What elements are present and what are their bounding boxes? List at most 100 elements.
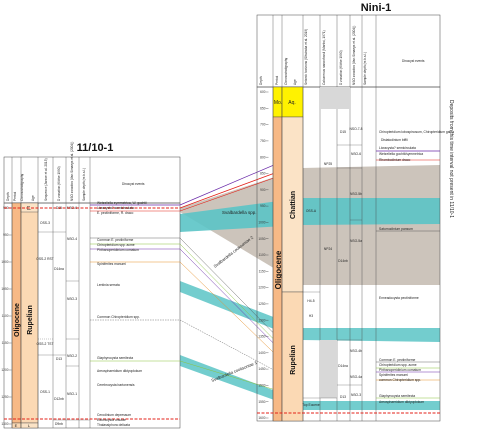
- right-period-label: Oligocene: [274, 250, 283, 289]
- left-depth-tick-label: 1200: [1, 368, 8, 372]
- right-top-period: Mo.: [274, 100, 282, 106]
- left-nso-3: NSO-3: [67, 297, 77, 301]
- right-hdr-nso: NSO zonation (Van Simaeys et al. (2004)): [352, 26, 356, 85]
- left-depth-tick-label: 1050: [1, 287, 8, 291]
- left-depth-tick-label: 1300: [1, 422, 8, 426]
- right-depth-tick-label: 1500: [258, 384, 265, 388]
- right-dz-d15: D15: [340, 130, 346, 134]
- right-event-6: Enneadocysta pectiniforme: [379, 296, 419, 300]
- left-nso: NSO-6 NSO-4 NSO-3 NSO-2 NSO-1: [67, 206, 77, 396]
- left-nso-1: NSO-1: [67, 392, 77, 396]
- left-hdr-sample: Sample depth (m b.s.l.): [82, 168, 86, 201]
- right-event-4: Rhombodinium draco: [379, 158, 411, 162]
- left-event-3: Common E. pectiniforme: [97, 238, 133, 242]
- right-event-7: Common E. pectiniforme: [379, 358, 415, 362]
- right-event-1: Distatodinium biffii: [381, 138, 408, 142]
- right-nso-5b: NSO-5b: [350, 192, 362, 196]
- right-depth-tick-label: 1600: [258, 416, 265, 420]
- right-depth-tick-label: 1000: [258, 221, 265, 225]
- left-dzones: D15 D14na D13 D12nb D9nb: [54, 206, 64, 426]
- right-depth-tick-label: 1450: [258, 367, 265, 371]
- left-age-rupelian: Rupelian: [27, 305, 34, 335]
- right-depth-tick-label: 1200: [258, 286, 265, 290]
- right-depth-tick-label: 600: [260, 90, 266, 94]
- left-dz-d12nb: D12nb: [54, 397, 64, 401]
- right-depth-tick-label: 650: [260, 106, 266, 110]
- left-seq-oss2rst: OSS-2 RST: [36, 257, 53, 261]
- right-hdr-age: Age: [293, 79, 297, 85]
- left-event-10: Areosphaeridium diktyoplokum: [97, 369, 142, 373]
- left-event-14: Thalassiphora delicata: [97, 423, 130, 427]
- left-age-c: C.: [27, 206, 32, 212]
- left-event-2: E. pectiniforme, R. draco: [97, 211, 133, 215]
- right-nso: NSO-7-8 NSO-6 NSO-5b NSO-5a NSO-4b NSO-4…: [349, 127, 362, 397]
- right-event-11: common Chiropteridium spp.: [379, 378, 421, 382]
- left-nso-2: NSO-2: [67, 354, 77, 358]
- right-depth-tick-label: 1250: [258, 302, 265, 306]
- left-event-9: Glaphyrocysta semitecta: [97, 356, 133, 360]
- right-nso-6: NSO-6: [351, 152, 361, 156]
- right-event-8: Chiropteridium spp. acme: [379, 363, 417, 367]
- right-event-3: Wetzeliella gochtii/symmetrica: [379, 152, 423, 156]
- deposits-note: Deposits from this time interval not pre…: [448, 100, 454, 218]
- left-period-label: Oligocene: [14, 303, 21, 337]
- left-nso-4: NSO-4: [67, 237, 77, 241]
- left-dz-d14na: D14na: [54, 267, 64, 271]
- left-seq-oss3: OSS-3: [40, 221, 50, 225]
- right-depth-tick-label: 950: [260, 204, 266, 208]
- right-event-12: Glaphyrocysta semitecta: [379, 394, 415, 398]
- left-event-0: Wetzeliella symmetrica, W. gochtii: [97, 201, 147, 205]
- left-depth-tick-label: 1150: [2, 341, 9, 345]
- right-depth-tick-label: 700: [260, 123, 266, 127]
- right-event-labels: Chiropteridium lobospinosum, Chiropterid…: [379, 130, 454, 404]
- left-hdr-dino: Dinocyst events: [122, 182, 145, 186]
- left-event-7: Lentinia serrata: [97, 283, 120, 287]
- right-hdr-seismic: Seismic horizons (Sliwinska et al. 2019): [304, 29, 308, 85]
- right-seismic: OSS-A H4-5 H3 Top Eocene: [302, 209, 320, 407]
- right-event-2: Licracysta? semicirculata: [379, 146, 416, 150]
- left-event-lines: [4, 204, 180, 420]
- left-sequences: OSS-3 OSS-2 RST OSS-2 TST OSS-1: [36, 221, 53, 394]
- right-well-title: Nini-1: [361, 2, 392, 14]
- right-depth-tick-label: 750: [260, 139, 266, 143]
- left-event-5: Phthanoperidinium comatum: [97, 248, 139, 252]
- right-dz-d13: D13: [340, 395, 346, 399]
- right-depth-tick-label: 1350: [258, 335, 265, 339]
- right-seis-topeocene: Top Eocene: [302, 403, 320, 407]
- right-depth-tick-label: 900: [260, 188, 266, 192]
- right-depth-ticks: 6006507007508008509009501000105011001150…: [258, 90, 269, 420]
- right-hdr-period: Period: [275, 76, 279, 85]
- right-seis-h3: H3: [309, 314, 313, 318]
- left-event-1: Licracysta? semicirculata: [97, 206, 134, 210]
- right-event-lines: [257, 150, 440, 414]
- right-calc-np24: NP24: [324, 247, 332, 251]
- right-top-age: Aq.: [288, 100, 296, 106]
- svalbardella-label: Svalbardella spp.: [222, 210, 257, 215]
- right-hdr-dzone: D zonation (Köthe 1990): [339, 50, 343, 85]
- right-depth-tick-label: 1300: [258, 318, 265, 322]
- left-header-labels: Depth Period Chronostratigraphy Age Sequ…: [6, 142, 145, 201]
- deposits-missing-band: [180, 165, 440, 285]
- teal-band-lower: [180, 355, 440, 410]
- left-depth-tick-label: 1250: [1, 395, 8, 399]
- right-event-9: Phthanoperidinium comatum: [379, 368, 421, 372]
- right-event-10: Spiniferites manumi: [379, 373, 408, 377]
- right-age-rupelian: Rupelian: [290, 345, 297, 375]
- left-event-11: Cerebrocysta bartonensis: [97, 383, 135, 387]
- left-event-labels: Wetzeliella symmetrica, W. gochtii Licra…: [97, 201, 147, 427]
- right-dz-d14nb: D14nb: [338, 259, 348, 263]
- left-seq-oss1: OSS-1: [40, 390, 50, 394]
- left-event-4: Chiropteridium spp. acme: [97, 243, 135, 247]
- right-depth-tick-label: 1150: [259, 269, 266, 273]
- right-depth-tick-label: 850: [260, 172, 266, 176]
- right-nso-3: NSO-3: [351, 393, 361, 397]
- right-header-labels: Depth Period Chronostratigraphy Age Seis…: [259, 26, 425, 85]
- left-dz-d13: D13: [56, 357, 62, 361]
- right-dz-d14na: D14na: [338, 364, 348, 368]
- left-event-6: Spiniferites manumi: [97, 262, 126, 266]
- teal-band-middle: [180, 281, 440, 342]
- left-depth-tick-label: 1100: [2, 314, 9, 318]
- right-age-chattian: Chattian: [290, 191, 297, 219]
